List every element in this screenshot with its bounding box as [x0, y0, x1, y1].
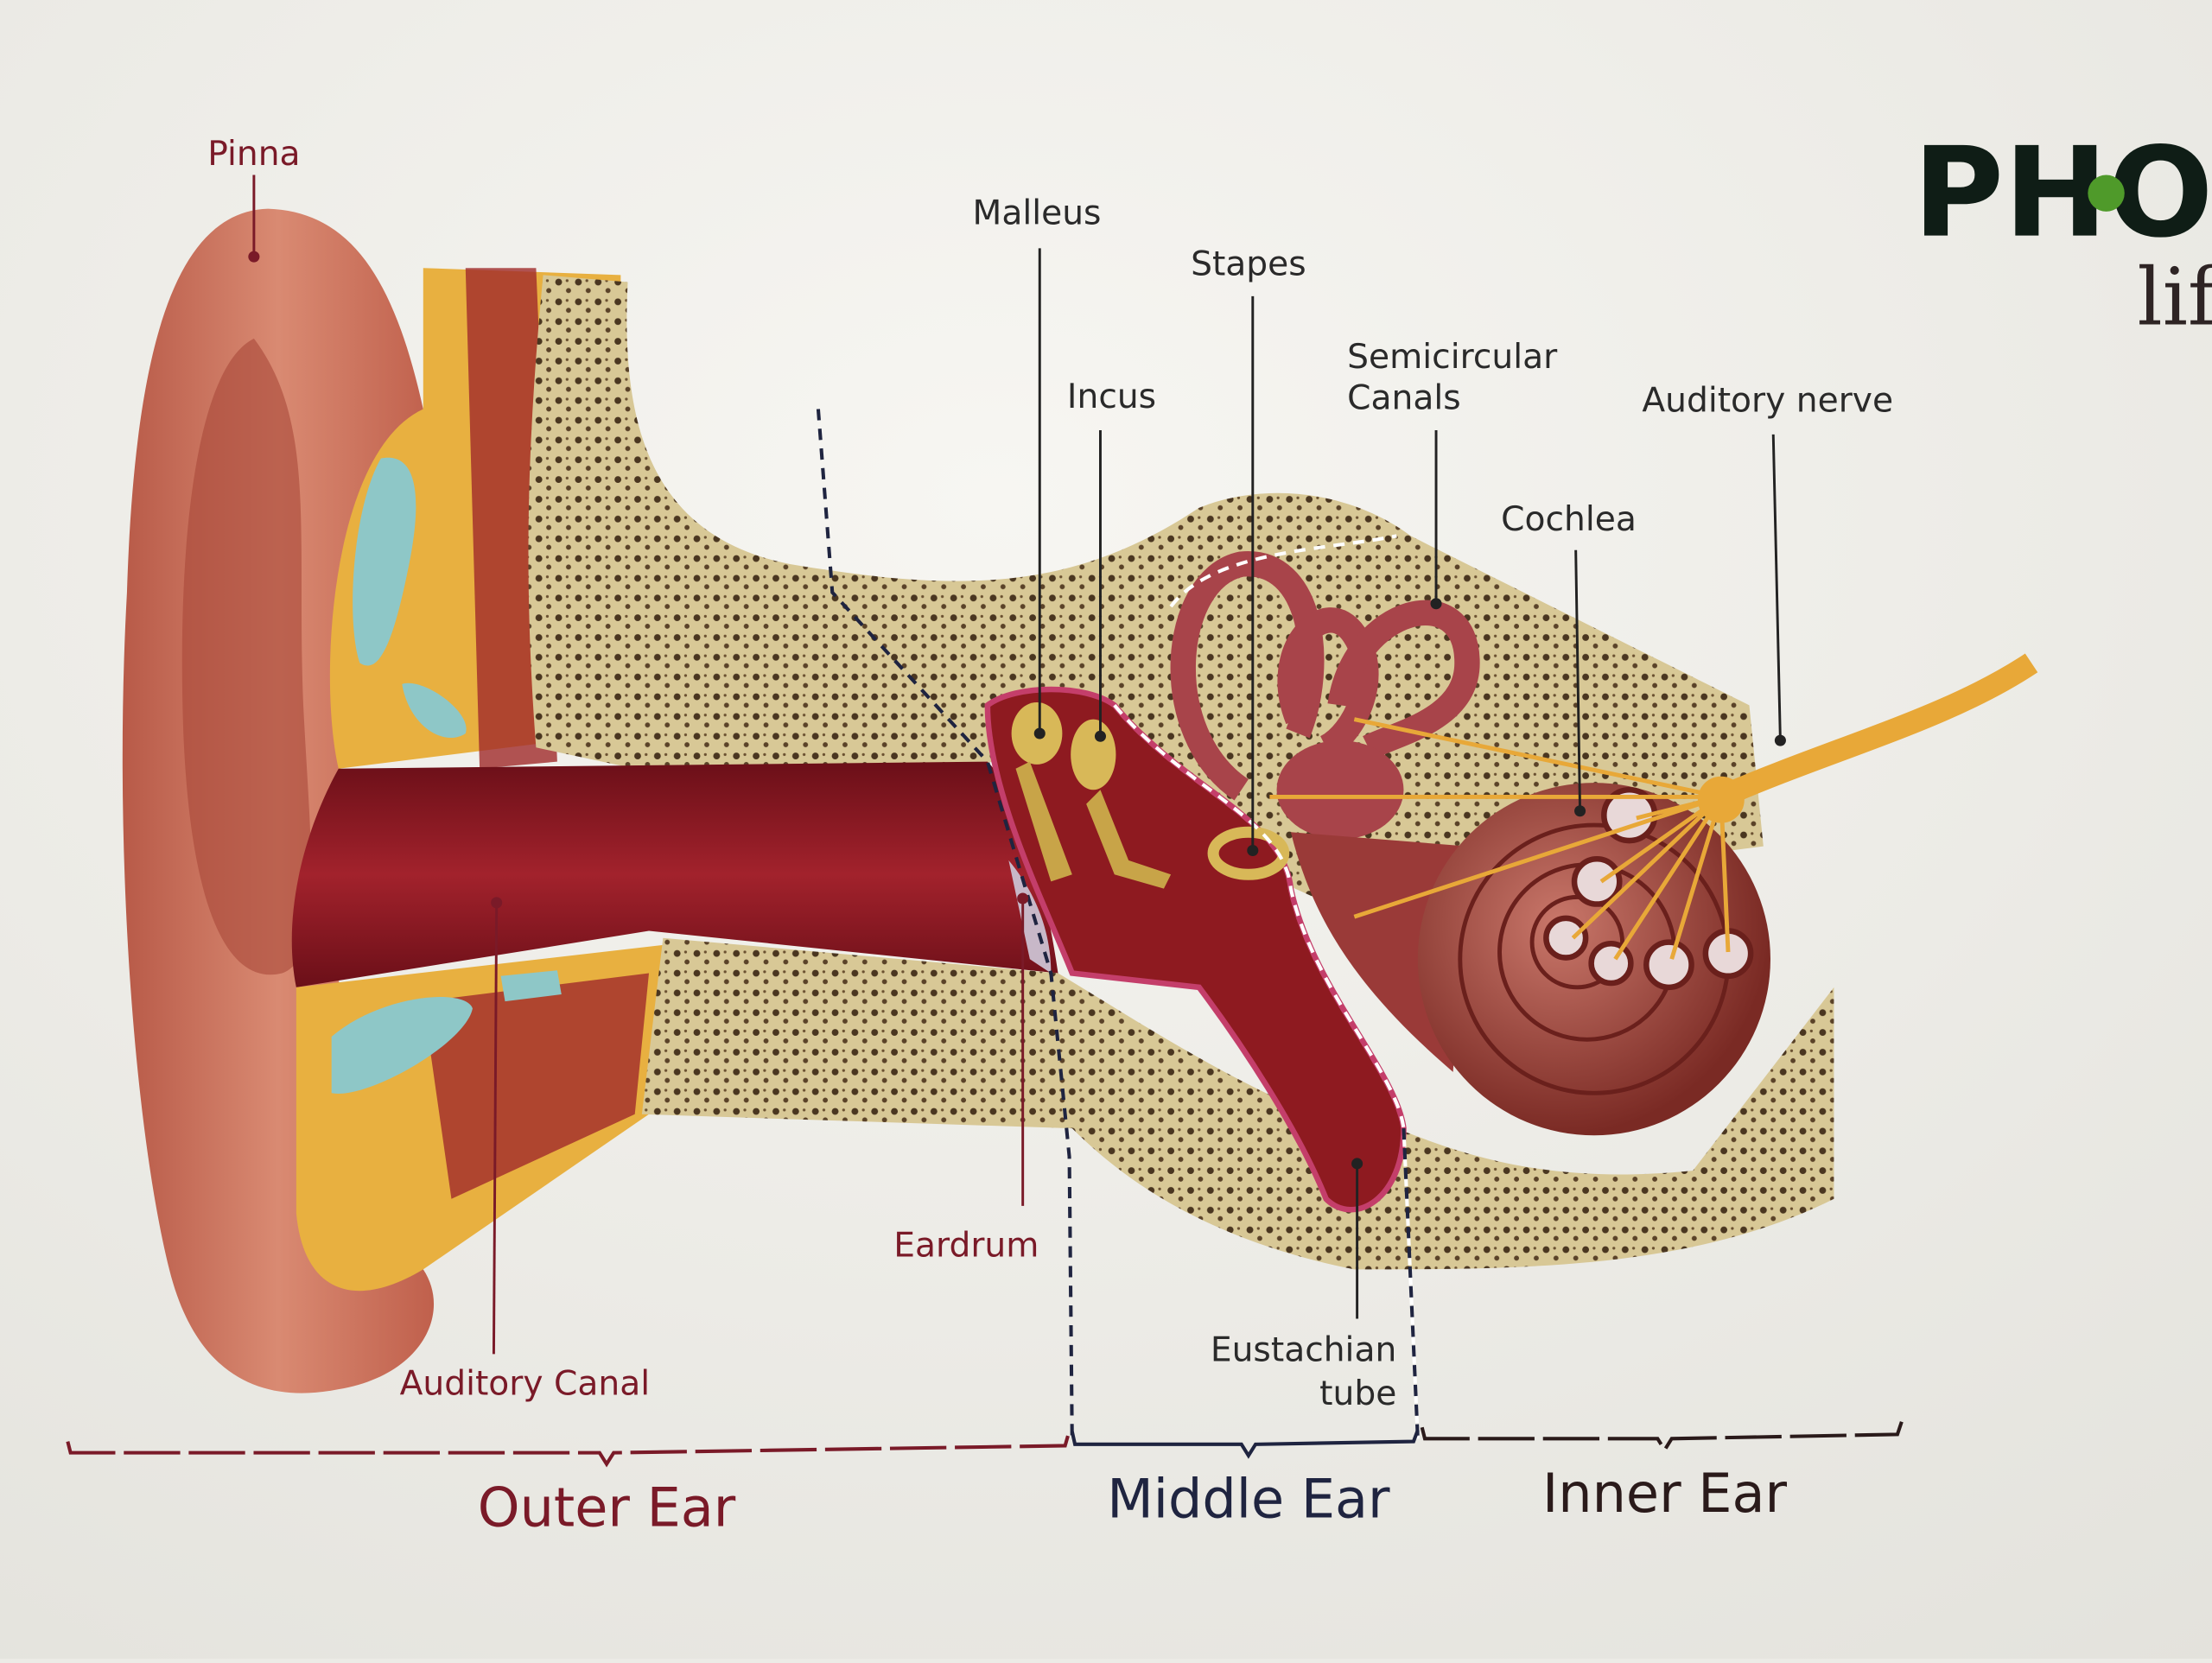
- leader-dots: [248, 251, 1786, 1170]
- label-incus: Incus: [1067, 378, 1156, 416]
- cartilage-blue-3: [331, 996, 473, 1095]
- cartilage-blue-4: [500, 970, 562, 1002]
- label-auditory-nerve: Auditory nerve: [1642, 382, 1893, 421]
- brand-logo: PHON lif: [1913, 121, 2212, 344]
- vestibule-illustration: [1276, 740, 1404, 840]
- label-eardrum: Eardrum: [893, 1227, 1039, 1266]
- auditory-canal-illustration: [291, 761, 1058, 987]
- label-pinna: Pinna: [207, 135, 300, 174]
- label-eustachian-2: tube: [1319, 1374, 1396, 1413]
- region-dividers: [816, 409, 1420, 1442]
- label-semicircular-2: Canals: [1347, 378, 1460, 417]
- label-semicircular-1: Semicircular: [1347, 338, 1558, 377]
- temporal-bone-upper: [528, 275, 1764, 903]
- leader-lines: [252, 175, 1782, 1355]
- section-middle-ear: Middle Ear: [1107, 1468, 1390, 1531]
- logo-subtext: lif: [2137, 251, 2212, 344]
- brace-inner-ear: [1420, 1421, 1904, 1454]
- section-outer-ear: Outer Ear: [478, 1476, 736, 1539]
- section-inner-ear: Inner Ear: [1542, 1462, 1788, 1525]
- cochlea-illustration: [1417, 783, 1770, 1136]
- temporal-bone-lower: [641, 937, 1834, 1270]
- eardrum-illustration: [1008, 860, 1052, 974]
- auditory-nerve-illustration: [1269, 653, 2038, 961]
- logo-text: PHON: [1913, 121, 2212, 265]
- brace-outer-ear: [66, 1435, 1070, 1468]
- label-cochlea: Cochlea: [1501, 500, 1637, 539]
- label-eustachian-1: Eustachian: [1211, 1331, 1396, 1370]
- label-stapes: Stapes: [1191, 244, 1306, 283]
- label-auditory-canal: Auditory Canal: [400, 1365, 651, 1404]
- label-malleus: Malleus: [973, 194, 1102, 233]
- brace-middle-ear: [1070, 1429, 1420, 1459]
- muscle-lower: [423, 973, 650, 1199]
- cartilage-blue-2: [402, 682, 467, 739]
- section-braces: [66, 1421, 1904, 1468]
- logo-dot: [2088, 175, 2125, 212]
- cartilage-blue-1: [353, 457, 416, 666]
